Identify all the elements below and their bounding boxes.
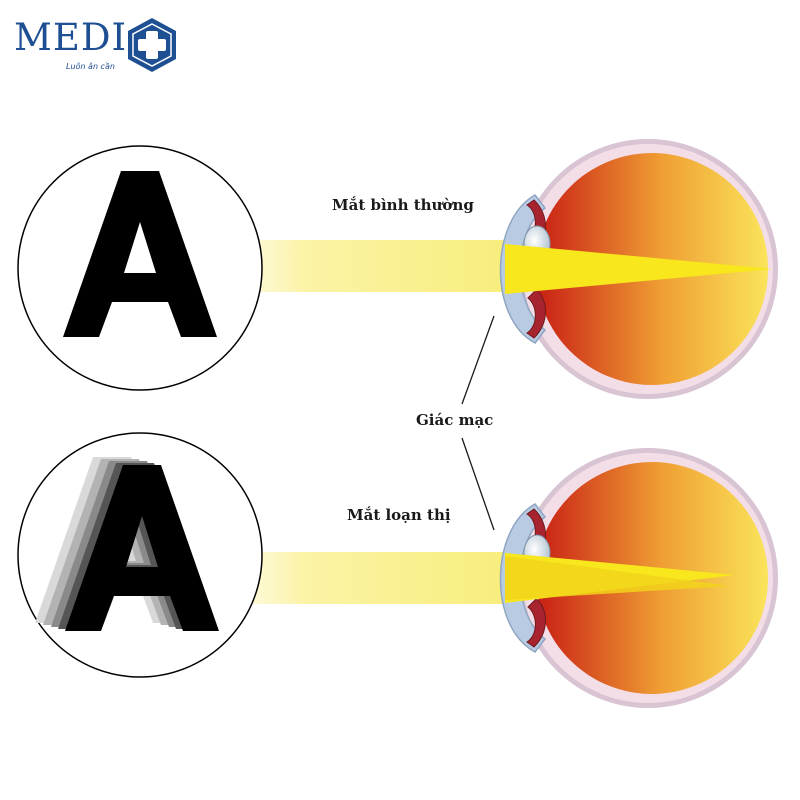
label-astigmatic-eye: Mắt loạn thị	[347, 506, 451, 524]
label-normal-eye: Mắt bình thường	[332, 196, 474, 214]
normal-eye-group	[18, 139, 778, 399]
cornea-pointer-bottom	[462, 438, 494, 530]
normal-eyeball	[500, 139, 778, 399]
light-beam-bottom	[232, 552, 522, 604]
cornea-pointer-top	[462, 316, 494, 404]
light-beam-top	[232, 240, 522, 292]
label-cornea: Giác mạc	[416, 411, 493, 429]
astigmatic-eye-group	[18, 433, 778, 708]
astigmatic-eyeball	[500, 448, 778, 708]
